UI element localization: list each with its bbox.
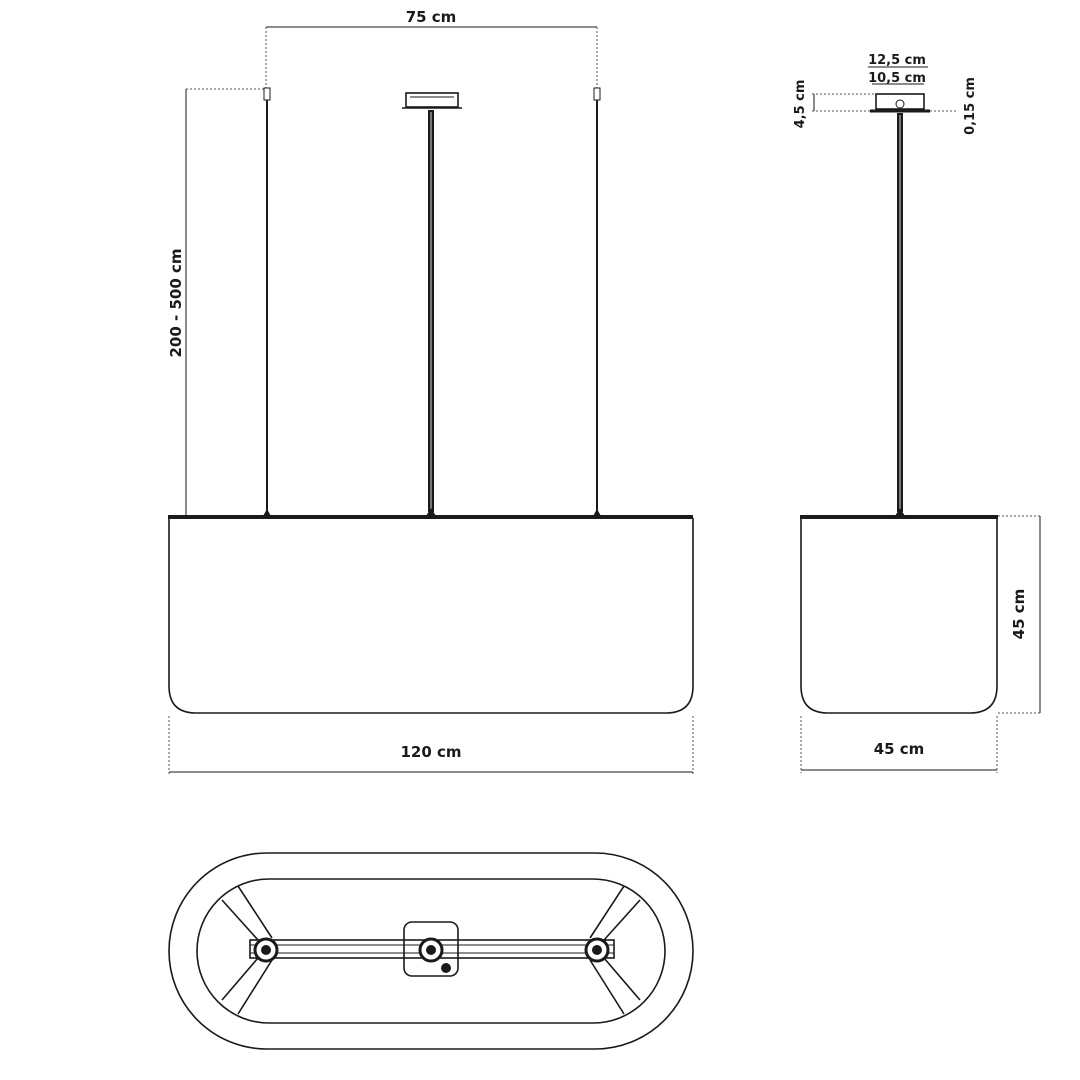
side-view: 12,5 cm 10,5 cm 4,5 cm 0,15 cm (793, 53, 1042, 773)
side-height-label: 45 cm (1010, 589, 1028, 640)
side-canopy (870, 93, 930, 113)
side-rod (895, 113, 905, 516)
socket-right (584, 937, 610, 963)
top-outer-rim (168, 852, 694, 1050)
front-shade (168, 515, 694, 714)
left-cable (263, 87, 271, 516)
side-height-dimension: 45 cm (998, 515, 1042, 714)
socket-left (253, 937, 279, 963)
top-canopy-plate (403, 921, 459, 977)
canopy-thickness-label: 0,15 cm (963, 77, 978, 135)
center-rod (426, 110, 436, 516)
side-width-label: 45 cm (874, 740, 925, 758)
side-width-dimension: 45 cm (800, 716, 998, 773)
support-arms (221, 885, 641, 1015)
right-cable (593, 87, 601, 516)
canopy-dimensions: 12,5 cm 10,5 cm 4,5 cm 0,15 cm (793, 53, 978, 135)
side-shade (800, 515, 998, 714)
socket-center (418, 937, 451, 973)
front-width-dimension: 120 cm (168, 716, 694, 776)
cable-spacing-label: 75 cm (406, 8, 457, 26)
top-inner-rim (196, 878, 666, 1024)
suspension-length-label: 200 - 500 cm (167, 248, 185, 357)
suspension-length-dimension: 200 - 500 cm (167, 88, 264, 516)
center-canopy (402, 92, 462, 109)
canopy-height-label: 4,5 cm (793, 80, 808, 129)
canopy-outer-label: 12,5 cm (868, 53, 926, 68)
front-width-label: 120 cm (400, 743, 461, 761)
cable-spacing-dimension: 75 cm (265, 8, 598, 88)
canopy-inner-label: 10,5 cm (868, 71, 926, 86)
top-view (168, 852, 694, 1050)
front-view: 75 cm 200 - 500 cm (167, 8, 694, 776)
